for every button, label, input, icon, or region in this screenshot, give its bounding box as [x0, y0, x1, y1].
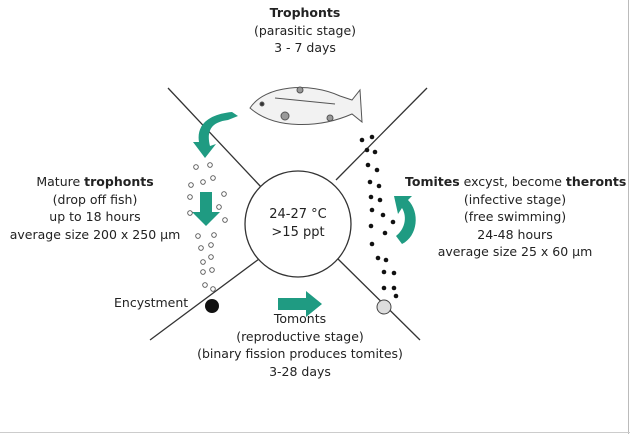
hours-text: 24-48 hours	[477, 226, 553, 242]
trophont-cell	[200, 269, 206, 275]
arrow-right-bottom	[278, 291, 322, 317]
theront-dot	[391, 270, 397, 276]
tomonts-label: Tomonts (reproductive stage) (binary fis…	[190, 310, 410, 380]
tomites-label: Tomites excyst, become theronts (infecti…	[405, 173, 627, 261]
trophont-cell	[198, 245, 204, 251]
theront-dot	[369, 241, 375, 247]
excyst-text: excyst, become	[459, 174, 566, 189]
encystment-label: Encystment	[114, 295, 189, 310]
curved-arrow-up-right	[394, 196, 416, 244]
theront-dot	[377, 197, 383, 203]
divider-line-bottom-right	[337, 258, 421, 341]
mature-trophonts-label: Mature trophonts (drop off fish) up to 1…	[0, 173, 190, 243]
tomites-bold: Tomites	[405, 174, 460, 189]
center-conditions: 24-27 °C >15 ppt	[248, 206, 348, 241]
trophont-cell	[221, 191, 227, 197]
encystment-cyst	[205, 299, 219, 313]
trophont-cell	[187, 194, 193, 200]
frame-border-bottom	[0, 432, 630, 433]
theront-dot	[368, 194, 374, 200]
trophont-cell	[210, 286, 216, 292]
trophont-cell	[209, 267, 215, 273]
divider-line-top-right	[335, 87, 428, 181]
theront-dot	[383, 257, 389, 263]
theront-dot	[368, 223, 374, 229]
trophonts-title: Trophonts	[269, 5, 341, 20]
trophont-cells	[187, 162, 228, 292]
trophont-cell	[207, 162, 213, 168]
theront-dot	[365, 162, 371, 168]
frame-border	[628, 0, 629, 434]
trophont-cell	[216, 204, 222, 210]
parasitic-stage-text: (parasitic stage)	[253, 22, 357, 38]
drop-off-text: (drop off fish)	[52, 191, 138, 207]
free-swimming-text: (free swimming)	[463, 209, 567, 224]
theront-dot	[367, 179, 373, 185]
trophont-cell	[200, 259, 206, 265]
theront-dot	[369, 134, 375, 140]
reproductive-text: (reproductive stage)	[236, 328, 364, 344]
trophont-cell	[208, 254, 214, 260]
trophont-cell	[210, 175, 216, 181]
trophont-cell	[208, 242, 214, 248]
trophont-cell	[195, 233, 201, 239]
theront-dot	[359, 137, 365, 143]
salinity-text: >15 ppt	[271, 224, 325, 240]
theront-dot	[364, 147, 370, 153]
theront-dot	[381, 285, 387, 291]
arrow-down-left	[192, 192, 220, 226]
divider-line-top-left	[167, 87, 263, 189]
trophonts-label: Trophonts (parasitic stage) 3 - 7 days	[205, 4, 405, 57]
duration-text: 3-28 days	[269, 363, 331, 379]
theront-dot	[376, 183, 382, 189]
divider-line-bottom-left	[149, 258, 260, 341]
trophont-cell	[202, 282, 208, 288]
fish-icon	[249, 86, 363, 126]
trophont-cell	[188, 182, 194, 188]
size-text: average size 25 x 60 µm	[437, 244, 593, 259]
duration-text: 3 - 7 days	[274, 40, 336, 55]
trophont-cell	[200, 179, 206, 185]
theront-dot	[393, 293, 399, 299]
trophonts-bold: trophonts	[84, 174, 154, 189]
theront-dots	[359, 134, 399, 299]
theront-dot	[374, 167, 380, 173]
trophont-cell	[193, 164, 199, 170]
theront-dot	[391, 285, 397, 291]
center-circle	[244, 170, 352, 278]
tomont-cyst	[376, 299, 392, 315]
theront-dot	[382, 230, 388, 236]
theronts-bold: theronts	[565, 174, 627, 189]
theront-dot	[369, 207, 375, 213]
theront-dot	[380, 212, 386, 218]
hours-text: up to 18 hours	[49, 209, 141, 224]
mature-prefix: Mature	[36, 174, 85, 189]
curved-arrow-down-left	[193, 112, 238, 158]
theront-dot	[390, 219, 396, 225]
infective-text: (infective stage)	[463, 191, 567, 207]
theront-dot	[375, 255, 381, 261]
trophont-cell	[222, 217, 228, 223]
trophont-cell	[211, 232, 217, 238]
trophont-cell	[187, 210, 193, 216]
tomonts-title: Tomonts	[273, 311, 327, 326]
theront-dot	[381, 269, 387, 275]
theront-dot	[372, 149, 378, 155]
size-text: average size 200 x 250 µm	[9, 226, 181, 242]
binary-fission-text: (binary fission produces tomites)	[197, 346, 403, 361]
temperature-text: 24-27 °C	[269, 207, 327, 222]
